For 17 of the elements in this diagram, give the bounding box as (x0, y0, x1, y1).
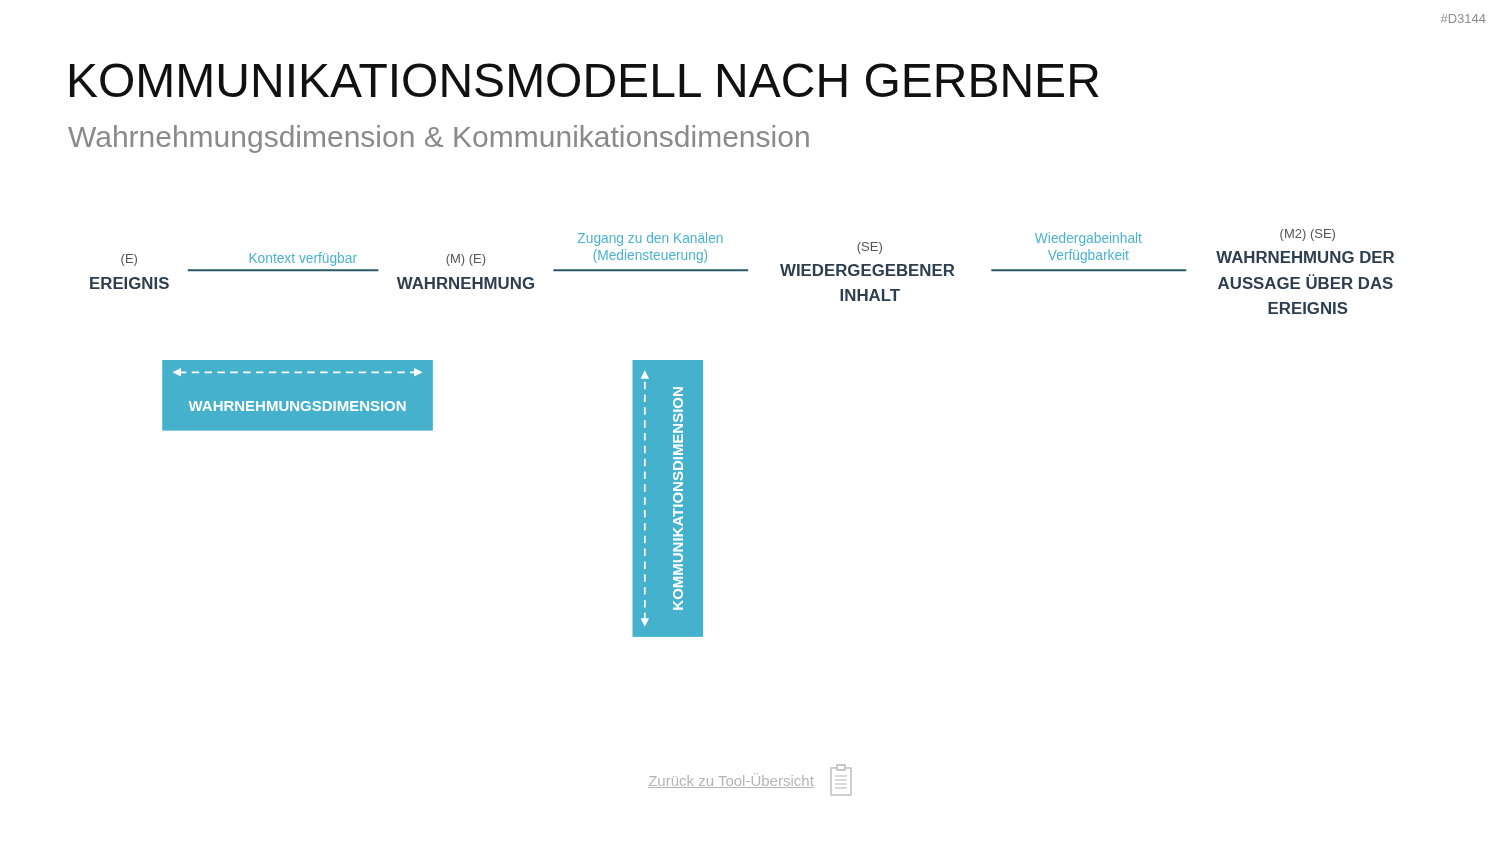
stage-title: WIEDERGEGEBENER INHALT (780, 260, 956, 306)
slide-code: #D3144 (1440, 11, 1486, 26)
subtitle: Wahrnehmungsdimension & Kommunikationsdimension (68, 119, 811, 155)
stage-title: WAHRNEHMUNG DER AUSSAGE ÜBER DAS EREIGNIS (1216, 248, 1396, 318)
stage-title: WAHRNEHMUNG (396, 273, 535, 293)
stage-title: EREIGNIS (89, 273, 170, 293)
role-code: (M2) (SE) (1279, 226, 1336, 242)
role-code: (M) (E) (445, 252, 487, 267)
back-link: Zurück zu Tool-Übersicht (648, 771, 814, 789)
role-code: (E) (120, 252, 138, 267)
connector-line (552, 269, 750, 272)
band-label: KOMMUNIKATIONSDIMENSION (669, 386, 687, 611)
page-title: KOMMUNIKATIONSMODELL NACH GERBNER (66, 53, 1101, 109)
band-label: WAHRNEHMUNGSDIMENSION (188, 396, 407, 414)
connector-line (186, 269, 380, 272)
connector-line (990, 269, 1188, 272)
role-code: (SE) (856, 239, 883, 254)
